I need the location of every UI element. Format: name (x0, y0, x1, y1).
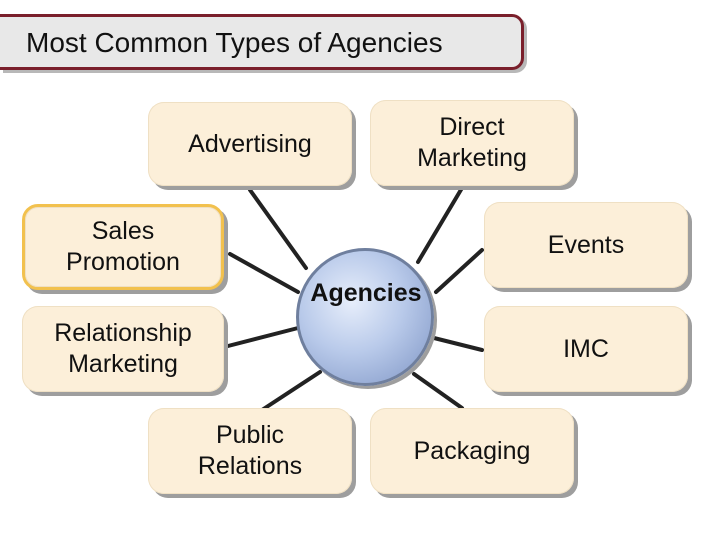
node-events: Events (484, 202, 688, 288)
hub-label: Agencies (310, 279, 422, 307)
page-title: Most Common Types of Agencies (26, 27, 443, 58)
connector-imc (432, 336, 484, 352)
title-bar: Most Common Types of Agencies (0, 14, 524, 70)
node-direct-marketing: Direct Marketing (370, 100, 574, 186)
node-public-relations: Public Relations (148, 408, 352, 494)
node-advertising: Advertising (148, 102, 352, 186)
connector-sales-promotion (228, 252, 300, 294)
connector-events (434, 248, 484, 294)
connector-packaging (412, 372, 464, 410)
node-sales-promotion: Sales Promotion (22, 204, 224, 290)
connector-advertising (248, 188, 308, 270)
node-relationship-marketing: Relationship Marketing (22, 306, 224, 392)
hub-circle (296, 248, 434, 386)
connector-relationship-marketing (226, 326, 300, 348)
connector-public-relations (260, 370, 322, 412)
node-packaging: Packaging (370, 408, 574, 494)
node-imc: IMC (484, 306, 688, 392)
connector-direct-marketing (416, 186, 464, 264)
